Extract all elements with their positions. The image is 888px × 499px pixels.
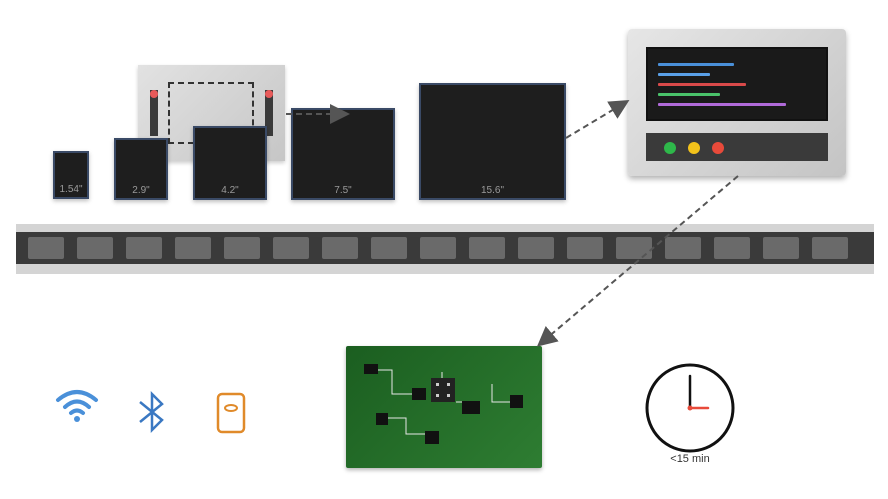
- conveyor-rail: [16, 224, 874, 274]
- display-to-monitor-arrow: [565, 99, 630, 139]
- rail-slot: [420, 237, 456, 259]
- rail-slot: [469, 237, 505, 259]
- wifi-icon: [56, 390, 98, 422]
- rail-slot: [665, 237, 701, 259]
- code-screen: [646, 47, 828, 121]
- rail-slot: [77, 237, 113, 259]
- rail-slot: [371, 237, 407, 259]
- display-size-label: 15.6": [480, 185, 504, 196]
- display-size-label: 1.54": [59, 184, 83, 195]
- display-size-label: 2.9": [132, 185, 150, 196]
- rail-slot: [322, 237, 358, 259]
- display-size-label: 4.2": [221, 185, 239, 196]
- rail-slot: [616, 237, 652, 259]
- chip: [462, 401, 480, 414]
- left-clamp: [150, 90, 158, 136]
- rail-slot: [126, 237, 162, 259]
- rail-slot: [273, 237, 309, 259]
- display-1-54: 1.54": [53, 151, 89, 199]
- code-line: [658, 83, 746, 86]
- red-led: [712, 142, 724, 154]
- nfc-tag-icon: [216, 392, 246, 434]
- code-line: [658, 93, 720, 96]
- chip: [510, 395, 523, 408]
- rail-slot: [518, 237, 554, 259]
- code-line: [658, 63, 734, 66]
- green-led: [664, 142, 676, 154]
- chip: [425, 431, 439, 444]
- chip: [376, 413, 388, 425]
- display-4-2: 4.2": [193, 126, 267, 200]
- rail-slot: [714, 237, 750, 259]
- status-panel: [646, 133, 828, 161]
- code-line: [658, 73, 710, 76]
- display-7-5: 7.5": [291, 108, 395, 200]
- chip: [364, 364, 378, 374]
- display-size-label: 7.5": [334, 185, 352, 196]
- rail-slot: [567, 237, 603, 259]
- chip: [412, 388, 426, 400]
- display-15-6: 15.6": [419, 83, 566, 200]
- circuit-board: [346, 346, 542, 468]
- rail-slot: [175, 237, 211, 259]
- display-2-9: 2.9": [114, 138, 168, 200]
- rail-slot: [28, 237, 64, 259]
- rail-slot: [224, 237, 260, 259]
- clock-icon: [645, 363, 735, 453]
- rail-slot: [763, 237, 799, 259]
- right-clamp: [265, 90, 273, 136]
- controller-monitor: [628, 29, 846, 176]
- yellow-led: [688, 142, 700, 154]
- rail-slot: [812, 237, 848, 259]
- bluetooth-icon: [139, 390, 164, 434]
- code-line: [658, 103, 786, 106]
- duration-label: <15 min: [670, 453, 710, 465]
- main-processor-chip: [431, 378, 455, 402]
